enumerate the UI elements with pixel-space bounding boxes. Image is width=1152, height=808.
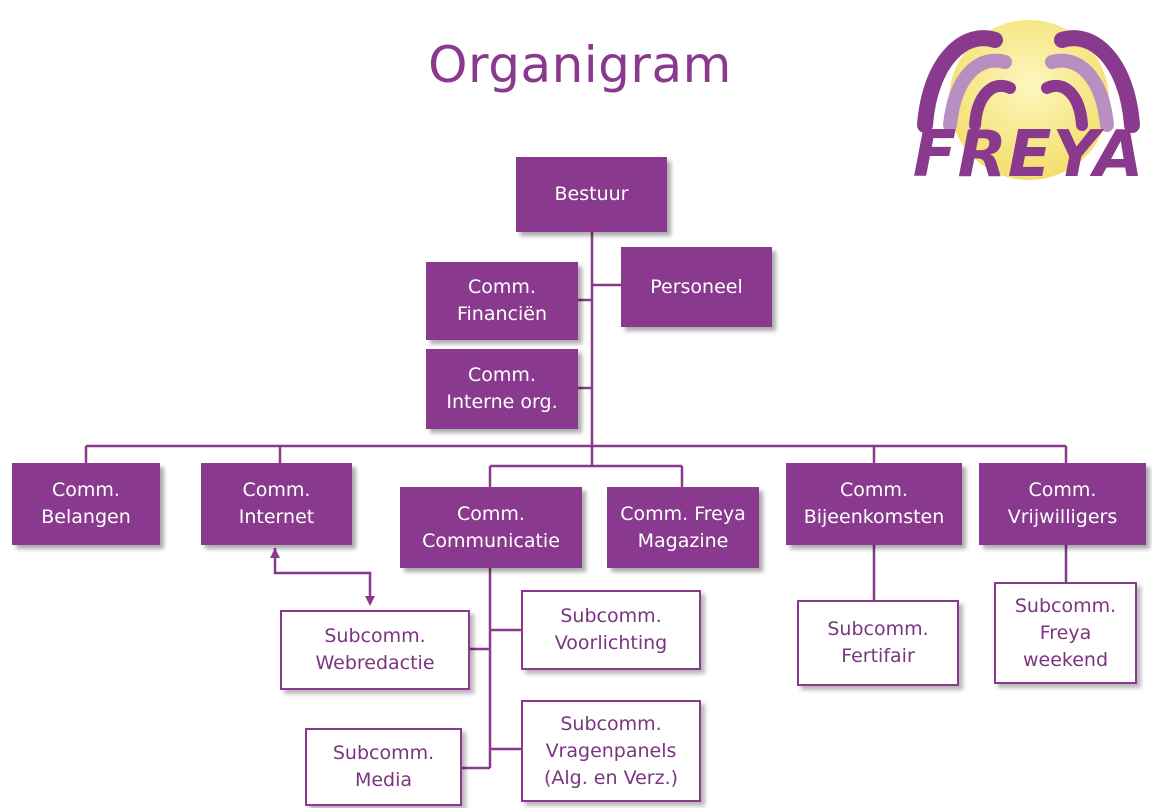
vragenpanels-box: Subcomm. Vragenpanels (Alg. en Verz.) bbox=[521, 700, 701, 802]
logo-wordmark: FREYA bbox=[912, 118, 1145, 192]
internet-box: Comm. Internet bbox=[201, 463, 352, 545]
media-box: Subcomm. Media bbox=[305, 728, 462, 806]
communicatie-box: Comm. Communicatie bbox=[400, 487, 582, 568]
vrijwilligers-box: Comm. Vrijwilligers bbox=[979, 463, 1146, 545]
bijeenkomsten-box: Comm. Bijeenkomsten bbox=[786, 463, 962, 545]
fertifair-box: Subcomm. Fertifair bbox=[797, 600, 959, 686]
webredactie-box: Subcomm. Webredactie bbox=[280, 610, 470, 690]
financien-box: Comm. Financiën bbox=[426, 262, 578, 340]
rainbow-arcs bbox=[917, 30, 1140, 133]
interne-org-box: Comm. Interne org. bbox=[426, 349, 578, 429]
freya-weekend-box: Subcomm. Freya weekend bbox=[994, 582, 1137, 684]
freya-logo bbox=[917, 20, 1140, 180]
bestuur-box: Bestuur bbox=[516, 157, 667, 232]
page-title: Organigram bbox=[428, 36, 732, 94]
magazine-box: Comm. Freya Magazine bbox=[607, 487, 759, 568]
personeel-box: Personeel bbox=[621, 247, 772, 327]
voorlichting-box: Subcomm. Voorlichting bbox=[521, 590, 701, 670]
belangen-box: Comm. Belangen bbox=[12, 463, 160, 545]
